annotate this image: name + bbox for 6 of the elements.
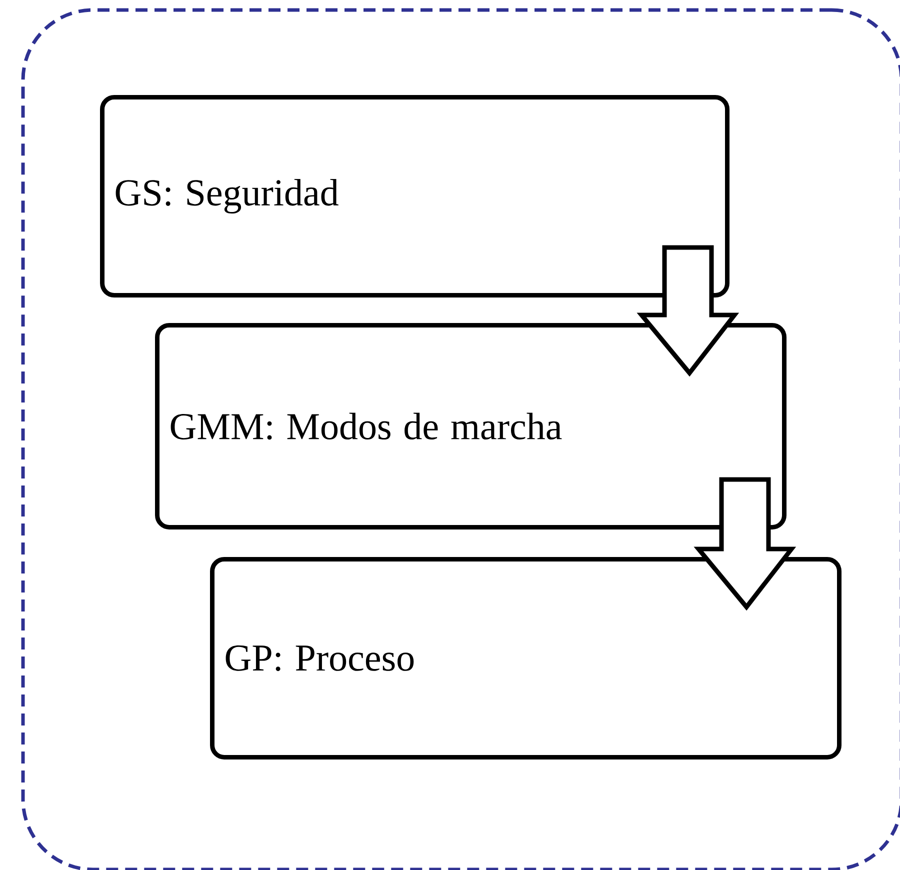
process-box: GP: Proceso bbox=[210, 556, 842, 760]
block-arrow bbox=[636, 245, 740, 377]
block-arrow bbox=[694, 477, 796, 611]
process-box: GS: Seguridad bbox=[100, 95, 730, 298]
group-frame bbox=[21, 8, 900, 870]
process-box: GMM: Modos de marcha bbox=[155, 322, 786, 530]
